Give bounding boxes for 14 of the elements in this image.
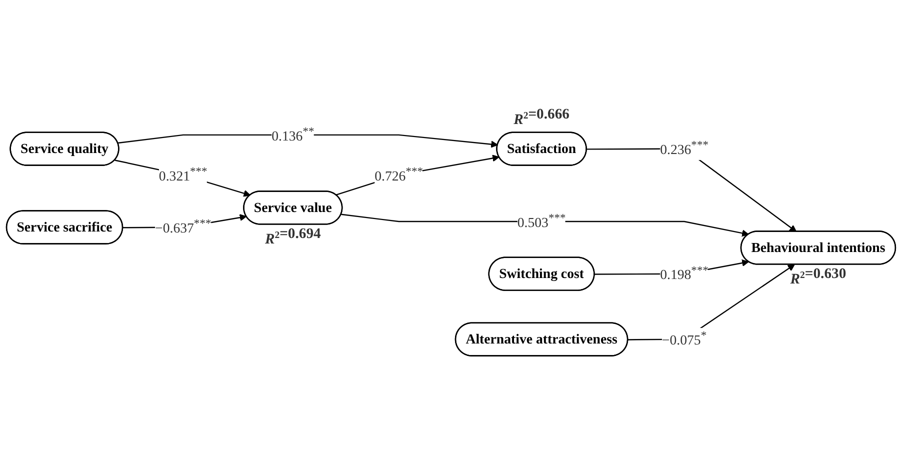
edge-label: 0.136$^{**}$	[272, 124, 314, 144]
edge-label: 0.503$^{***}$	[517, 212, 566, 230]
arrow	[114, 159, 251, 197]
arrow	[118, 134, 498, 148]
edge-label: 0.321$^{***}$	[158, 164, 208, 184]
edge-label: −0.075$^{*}$	[662, 329, 707, 348]
r-squared-label: R$^{2}$=0.630	[790, 266, 846, 288]
r-squared-label: R$^{2}$=0.666	[514, 106, 570, 128]
edge-label: 0.726$^{***}$	[374, 164, 423, 184]
r-squared-label: R$^{2}$=0.694	[264, 226, 321, 248]
edge-label: 0.236$^{***}$	[660, 138, 708, 158]
edge-label: 0.198$^{***}$	[660, 264, 708, 282]
arrow	[336, 154, 500, 196]
edge-label: −0.637$^{***}$	[155, 217, 212, 236]
